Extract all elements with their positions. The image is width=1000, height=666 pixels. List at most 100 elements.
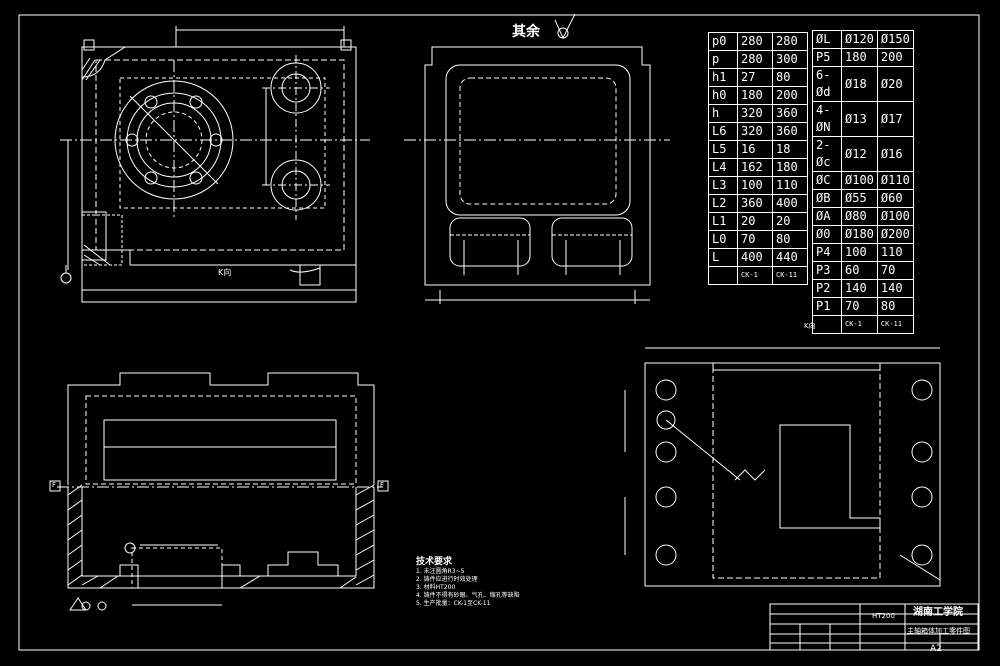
section-view (49, 372, 389, 611)
param-footer-a: CK-1 (841, 315, 878, 334)
param-cell-a: 20 (737, 212, 773, 231)
tech-item: 4. 铸件不得有砂眼、气孔、缩孔等缺陷 (416, 592, 520, 599)
param-cell-a: 280 (737, 32, 773, 51)
param-cell-a: 320 (737, 104, 773, 123)
param-cell-key: 6-Ød (812, 66, 842, 102)
k-view (624, 347, 941, 587)
param-cell-a: Ø100 (841, 171, 878, 190)
title-block (769, 603, 979, 651)
param-cell-a: 162 (737, 158, 773, 177)
tech-item: 1. 未注圆角R3~5 (416, 568, 465, 575)
param-cell-b: 200 (772, 86, 808, 105)
param-footer-a: CK-1 (737, 266, 773, 285)
param-cell-b: 70 (876, 261, 914, 280)
param-footer-empty (812, 315, 842, 334)
param-cell-key: Ø0 (812, 225, 842, 244)
param-cell-a: 280 (737, 50, 773, 69)
param-cell-key: P5 (812, 48, 842, 67)
param-cell-a: Ø18 (841, 66, 878, 102)
param-cell-a: 27 (737, 68, 773, 87)
param-cell-a: 320 (737, 122, 773, 141)
param-cell-key: ØC (812, 171, 842, 190)
param-cell-key: L2 (708, 194, 738, 213)
param-cell-b: Ø150 (876, 30, 914, 49)
param-cell-key: 2-Øc (812, 136, 842, 172)
tech-item: 5. 生产批量：CK-1至CK-11 (416, 600, 491, 607)
param-cell-b: Ø16 (876, 136, 914, 172)
param-cell-b: Ø200 (876, 225, 914, 244)
param-cell-b: 18 (772, 140, 808, 159)
param-footer-b: CK-11 (876, 315, 914, 334)
param-cell-a: 140 (841, 279, 878, 298)
param-cell-key: p (708, 50, 738, 69)
section-label-right: F (380, 481, 385, 489)
param-cell-b: Ø17 (876, 101, 914, 137)
param-cell-key: P2 (812, 279, 842, 298)
param-cell-a: 60 (841, 261, 878, 280)
param-cell-key: L6 (708, 122, 738, 141)
param-cell-b: 280 (772, 32, 808, 51)
param-cell-key: P3 (812, 261, 842, 280)
param-cell-a: 70 (841, 297, 878, 316)
param-cell-a: Ø180 (841, 225, 878, 244)
param-cell-key: h (708, 104, 738, 123)
title-school: 湖南工学院 (913, 607, 963, 618)
param-cell-a: Ø55 (841, 189, 878, 208)
param-cell-key: L (708, 248, 738, 267)
param-cell-key: P4 (812, 243, 842, 262)
param-cell-b: 110 (876, 243, 914, 262)
side-view (404, 13, 670, 304)
param-cell-key: ØA (812, 207, 842, 226)
param-cell-b: 20 (772, 212, 808, 231)
param-cell-key: ØL (812, 30, 842, 49)
param-cell-b: 440 (772, 248, 808, 267)
param-cell-key: L4 (708, 158, 738, 177)
param-cell-b: 180 (772, 158, 808, 177)
param-cell-b: 80 (772, 230, 808, 249)
param-cell-key: L5 (708, 140, 738, 159)
param-cell-b: 300 (772, 50, 808, 69)
param-cell-a: 180 (737, 86, 773, 105)
k-view-label-top: K向 (218, 268, 232, 277)
param-cell-b: Ø60 (876, 189, 914, 208)
k-view-label-right: K向 (804, 322, 816, 330)
roughness-note: 其余 (512, 24, 540, 40)
param-footer-b: CK-11 (772, 266, 808, 285)
param-cell-key: L0 (708, 230, 738, 249)
param-cell-b: 400 (772, 194, 808, 213)
param-cell-key: P1 (812, 297, 842, 316)
param-cell-b: 80 (876, 297, 914, 316)
param-cell-b: 360 (772, 122, 808, 141)
section-label-left: F (52, 481, 57, 489)
param-cell-a: 180 (841, 48, 878, 67)
param-cell-key: 4-ØN (812, 101, 842, 137)
param-cell-a: 360 (737, 194, 773, 213)
param-cell-a: Ø120 (841, 30, 878, 49)
param-cell-a: Ø12 (841, 136, 878, 172)
param-cell-key: L3 (708, 176, 738, 195)
